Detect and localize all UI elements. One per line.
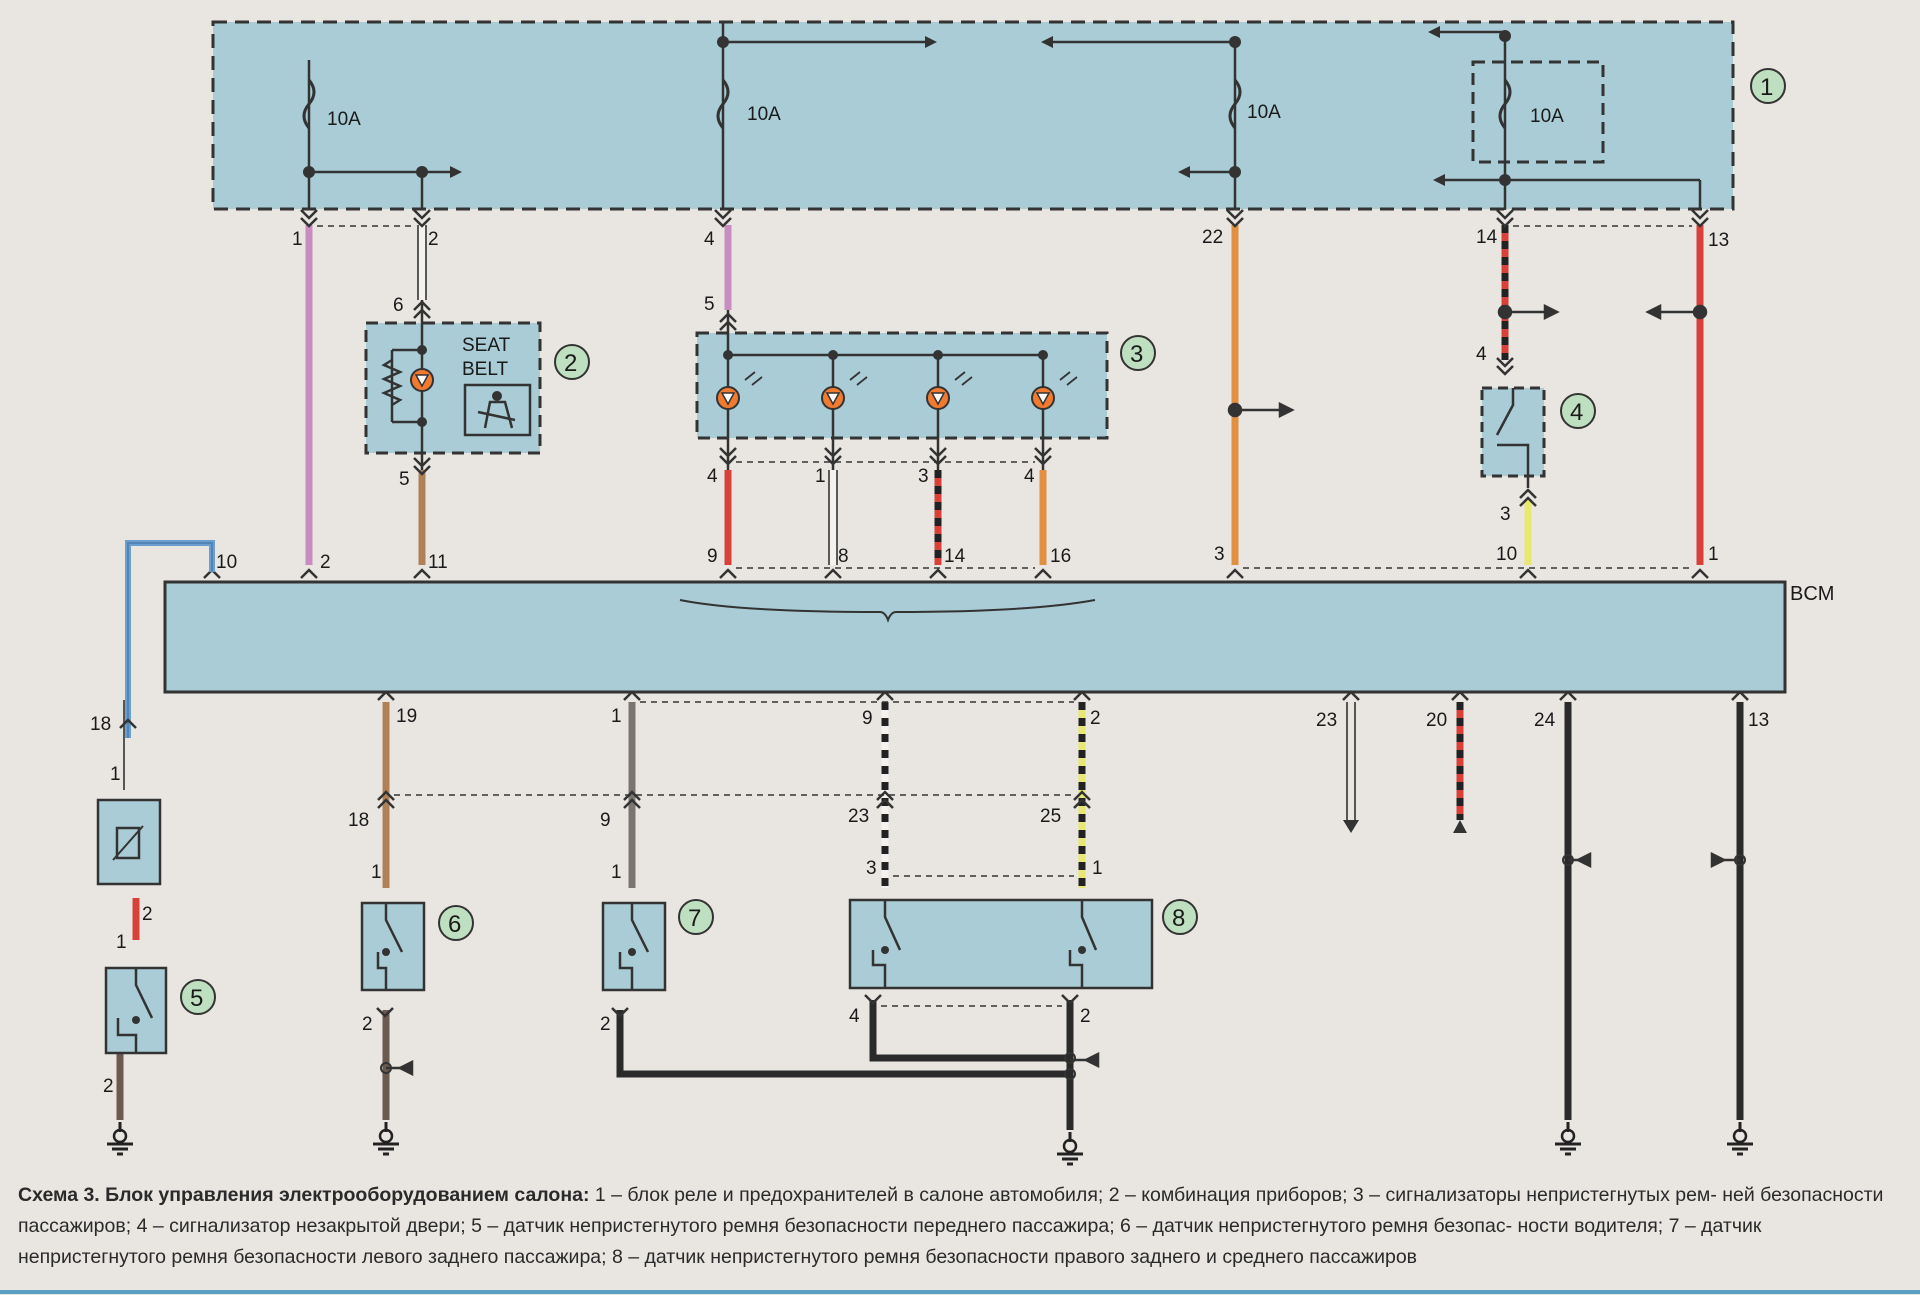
pin-label: 2 [600,1014,611,1035]
pin-label: 14 [944,546,966,567]
caption-divider [0,1290,1920,1294]
badge-8: 8 [1172,905,1185,932]
pin-label: 5 [704,294,715,315]
badge-2: 2 [564,350,577,377]
seat-belt-icon [463,383,532,437]
pin-label: 14 [1476,227,1498,248]
pin-label: 10 [1496,544,1517,565]
pin-label: 1 [1092,858,1103,879]
badge-7: 7 [688,905,701,932]
pin-labels: 1 2 4 22 14 13 6 5 5 4 1 3 4 4 3 10 2 11… [90,227,1769,1097]
pin-label: 3 [918,466,929,487]
pin-label: 2 [1080,1006,1091,1027]
fuse-label: 10A [747,104,781,125]
pin-label: 2 [428,229,439,250]
pin-label: 9 [600,810,611,831]
pin-label: 4 [1024,466,1035,487]
pin-label: 6 [393,295,404,316]
pin-label: 20 [1426,710,1447,731]
rear-left-belt-sensor [601,901,667,992]
pin-label: 24 [1534,710,1556,731]
bcm-block [163,580,1787,694]
pin-label: 1 [1708,544,1719,565]
passenger-belt-indicators [695,331,1109,440]
badge-3: 3 [1130,341,1143,368]
wire-blue [125,540,215,738]
pin-label: 8 [838,546,849,567]
pin-label: 10 [216,552,237,573]
pin-label: 18 [90,714,111,735]
pin-label: 22 [1202,227,1223,248]
wire-black [616,1010,1068,1078]
pin-label: 1 [371,862,382,883]
fuse-label: 10A [1530,106,1564,127]
pin-label: 2 [362,1014,373,1035]
pin-label: 1 [110,764,121,785]
caption-text: 1 – блок реле и предохранителей в салоне… [18,1184,1884,1268]
pin-label: 1 [116,932,127,953]
pin-label: 1 [815,466,826,487]
rear-right-center-belt-sensor [848,898,1154,990]
fuse-4-box [1471,60,1605,164]
fuse-label: 10A [1247,102,1281,123]
seat-belt-label: BELT [462,359,509,380]
pin-label: 4 [704,229,715,250]
badge-1: 1 [1760,74,1773,101]
pin-label: 13 [1708,230,1729,251]
pin-label: 16 [1050,546,1071,567]
pin-label: 19 [396,706,417,727]
pin-label: 1 [611,862,622,883]
pin-label: 5 [399,469,410,490]
caption-title: Схема 3. Блок управления электрооборудов… [18,1184,590,1206]
fuse-label: 10A [327,109,361,130]
pin-label: 3 [1500,504,1511,525]
pin-label: 23 [848,806,869,827]
driver-belt-sensor [360,901,426,992]
figure-caption: Схема 3. Блок управления электрооборудов… [18,1180,1908,1273]
pin-label: 23 [1316,710,1337,731]
wire-black [869,1000,1068,1062]
pin-label: 2 [1090,708,1101,729]
pin-label: 4 [1476,344,1487,365]
fuse-relay-box [211,20,1735,211]
seat-belt-label: SEAT [462,335,511,356]
badge-5: 5 [190,985,203,1012]
pin-label: 4 [707,466,718,487]
pin-label: 1 [611,706,622,727]
badge-6: 6 [448,911,461,938]
wiring-diagram: 10A 10A 10A 10A SEAT BELT [90,20,1834,1166]
pin-label: 4 [849,1006,860,1027]
pin-label: 2 [142,904,153,925]
pin-label: 3 [866,858,877,879]
pin-label: 11 [428,552,448,573]
pin-label: 18 [348,810,369,831]
pin-label: 3 [1214,544,1225,565]
pin-label: 9 [707,546,718,567]
badge-4: 4 [1570,399,1583,426]
pin-label: 13 [1748,710,1769,731]
pin-label: 9 [862,708,873,729]
pin-label: 25 [1040,806,1061,827]
pin-label: 2 [103,1076,114,1097]
pin-label: 2 [320,552,331,573]
component-badges [180,68,1786,1015]
pin-label: 1 [292,229,303,250]
bcm-label: BCM [1790,583,1834,605]
